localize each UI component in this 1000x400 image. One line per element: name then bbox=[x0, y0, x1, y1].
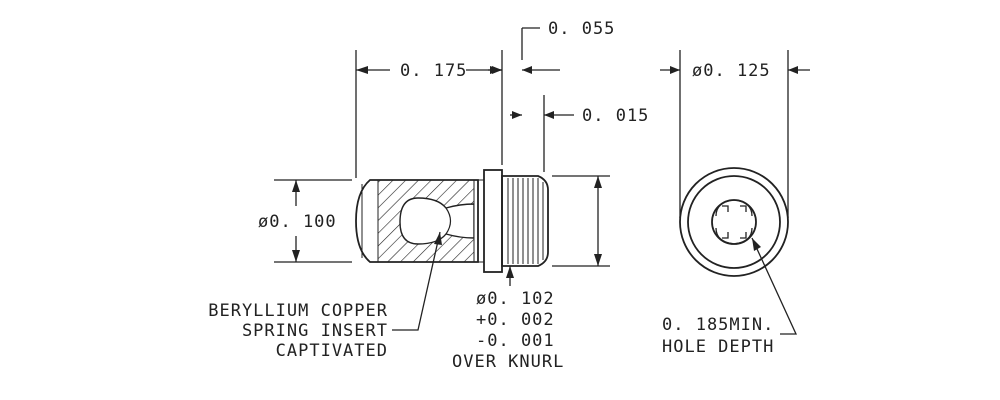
svg-text:0. 185MIN.: 0. 185MIN. bbox=[662, 315, 774, 335]
end-view-part bbox=[679, 167, 789, 277]
svg-text:OVER KNURL: OVER KNURL bbox=[452, 352, 564, 372]
svg-text:ø0. 102: ø0. 102 bbox=[476, 289, 555, 309]
knurl-note: ø0. 102 +0. 002 -0. 001 OVER KNURL bbox=[452, 289, 564, 372]
svg-text:SPRING INSERT: SPRING INSERT bbox=[242, 321, 388, 341]
knurl-lines bbox=[507, 178, 544, 264]
svg-text:HOLE DEPTH: HOLE DEPTH bbox=[662, 337, 774, 357]
knurl-offset-label: 0. 015 bbox=[582, 106, 649, 126]
svg-text:CAPTIVATED: CAPTIVATED bbox=[276, 341, 388, 361]
outer-diameter-label: ø0. 125 bbox=[692, 61, 771, 81]
flange-thickness-label: 0. 055 bbox=[548, 19, 615, 39]
body-length-label: 0. 175 bbox=[400, 61, 467, 81]
svg-text:-0. 001: -0. 001 bbox=[476, 331, 555, 351]
insert-section-hatch bbox=[378, 180, 474, 262]
body-diameter-label: ø0. 100 bbox=[258, 212, 337, 232]
svg-text:+0. 002: +0. 002 bbox=[476, 310, 555, 330]
side-view-part bbox=[355, 169, 549, 273]
insert-note: BERYLLIUM COPPER SPRING INSERT CAPTIVATE… bbox=[208, 301, 388, 361]
svg-text:BERYLLIUM COPPER: BERYLLIUM COPPER bbox=[208, 301, 388, 321]
hole-depth-note: 0. 185MIN. HOLE DEPTH bbox=[662, 315, 774, 357]
